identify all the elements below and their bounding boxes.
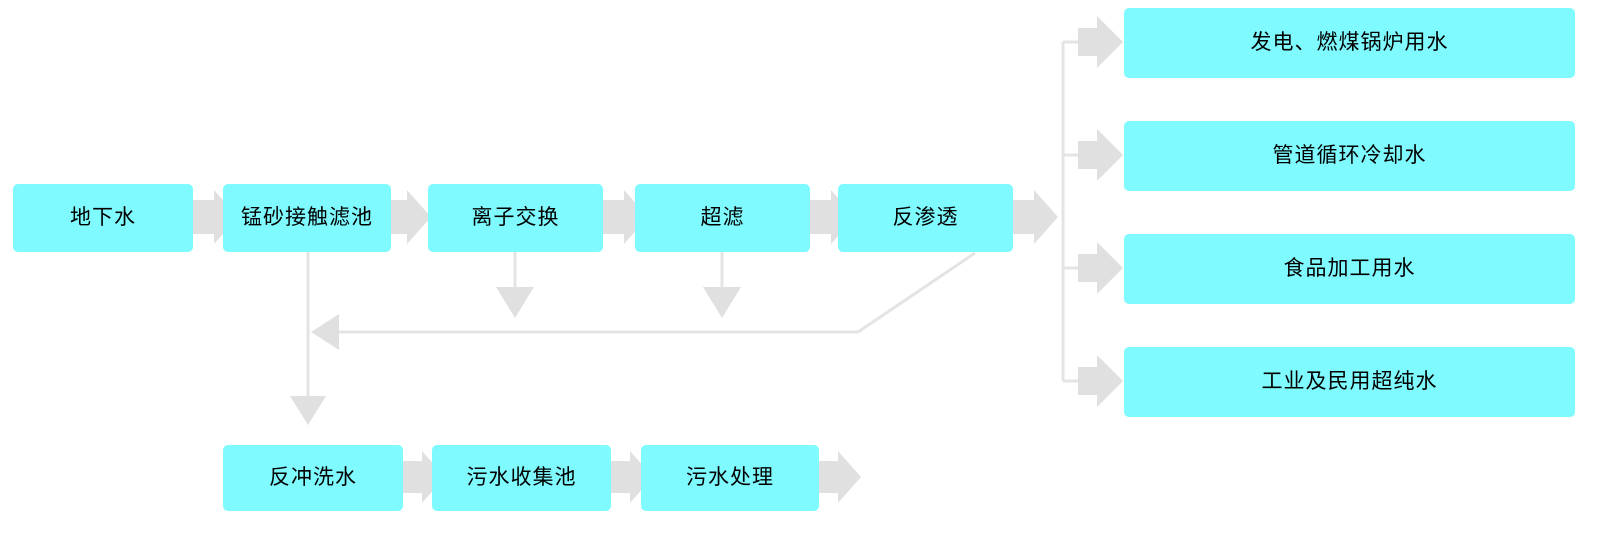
line-ion-exchange-to-waste-header xyxy=(496,252,534,318)
node-reverse-osmosis[interactable]: 反渗透 xyxy=(838,184,1013,252)
arrow-treatment-outflow xyxy=(819,451,861,503)
output-branch-trunk xyxy=(1061,40,1079,383)
node-wastewater-collection-tank[interactable]: 污水收集池 xyxy=(432,445,611,511)
waste-header-line xyxy=(311,314,858,350)
arrow-branch-to-pipeline-cooling-water xyxy=(1078,129,1123,181)
node-power-boiler-water[interactable]: 发电、燃煤锅炉用水 xyxy=(1124,8,1575,78)
line-ultrafiltration-to-waste-header xyxy=(703,252,741,318)
node-wastewater-treatment[interactable]: 污水处理 xyxy=(641,445,819,511)
arrow-branch-to-industrial-ultrapure-water xyxy=(1078,355,1123,407)
node-ultrafiltration[interactable]: 超滤 xyxy=(635,184,810,252)
node-manganese-sand-filter[interactable]: 锰砂接触滤池 xyxy=(223,184,391,252)
arrow-branch-to-food-processing-water xyxy=(1078,242,1123,294)
arrow-reverse-osmosis-to-branch xyxy=(1013,190,1058,244)
node-backwash-water[interactable]: 反冲洗水 xyxy=(223,445,403,511)
node-groundwater[interactable]: 地下水 xyxy=(13,184,193,252)
node-pipeline-cooling-water[interactable]: 管道循环冷却水 xyxy=(1124,121,1575,191)
line-manganese-to-backwash xyxy=(290,252,326,425)
node-food-processing-water[interactable]: 食品加工用水 xyxy=(1124,234,1575,304)
node-ion-exchange[interactable]: 离子交换 xyxy=(428,184,603,252)
arrow-branch-to-power-boiler-water xyxy=(1078,16,1123,68)
node-industrial-ultrapure-water[interactable]: 工业及民用超纯水 xyxy=(1124,347,1575,417)
line-reverse-osmosis-to-waste-header xyxy=(857,251,976,334)
arrow-manganese-to-ion-exchange xyxy=(386,190,431,244)
